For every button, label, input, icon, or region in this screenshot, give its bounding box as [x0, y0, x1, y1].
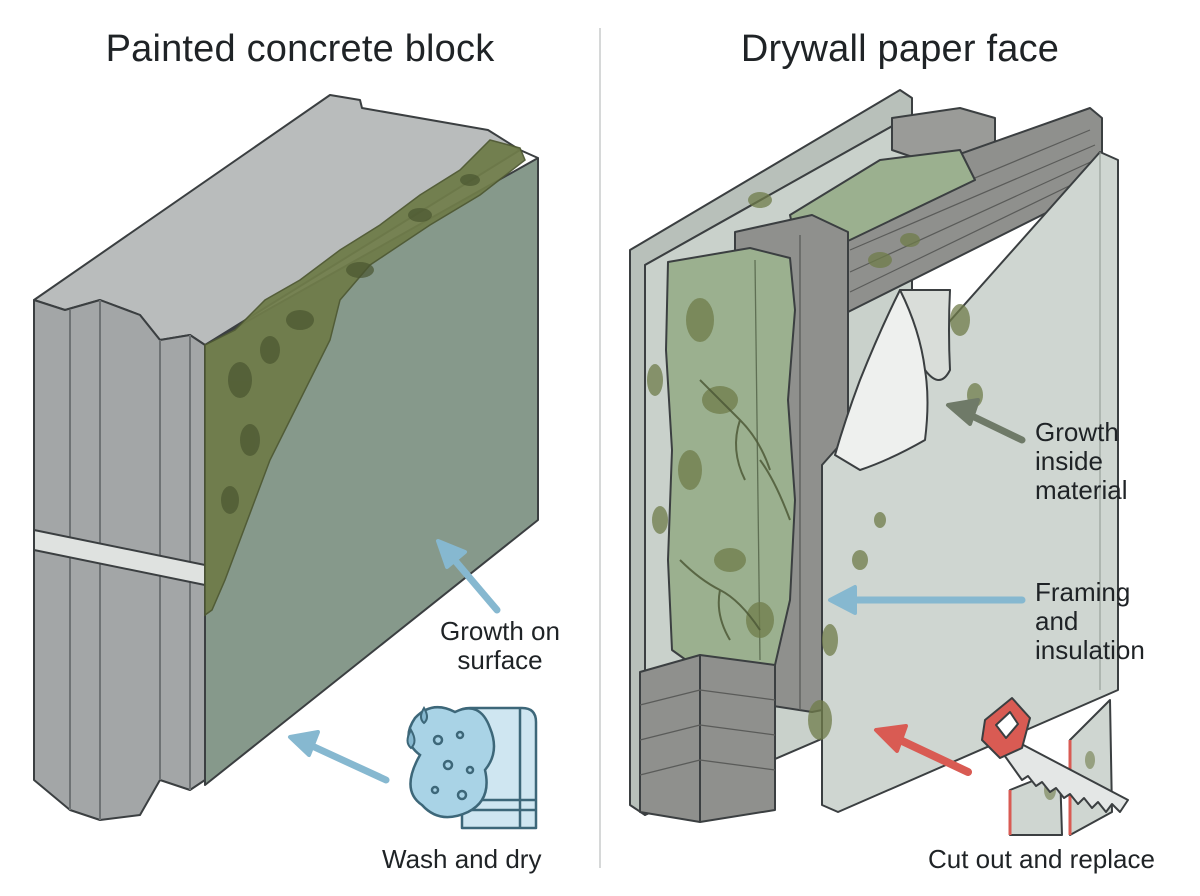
- inside-growth-label: Growth inside material: [1035, 418, 1127, 505]
- inside-growth-label-line2: inside: [1035, 446, 1103, 476]
- cut-label: Cut out and replace: [928, 844, 1155, 874]
- left-panel-title: Painted concrete block: [105, 28, 495, 70]
- surface-arrow: [448, 553, 501, 614]
- mold-veins: [679, 379, 791, 641]
- insulation-batt: [665, 247, 796, 671]
- water-drops-icon: [406, 706, 428, 750]
- saw-icon: [981, 697, 1129, 836]
- framing-label-line3: insulation: [1035, 635, 1145, 665]
- inside-growth-label-line3: material: [1035, 475, 1128, 505]
- surface-growth-label-line2: surface: [457, 645, 543, 675]
- framing-label: Framing and insulation: [1035, 578, 1145, 665]
- framing-label-line1: Framing: [1035, 577, 1131, 607]
- surface-mold: [204, 139, 526, 617]
- surface-growth-label-line1: Growth on: [440, 616, 560, 646]
- cut-arrow: [896, 736, 972, 776]
- surface-growth-label: Growth on surface: [425, 617, 575, 675]
- framing-label-line2: and: [1035, 606, 1079, 636]
- bottom-plate: [639, 654, 776, 823]
- surface-mold-spots: [221, 174, 480, 514]
- sponge-icon: [407, 705, 496, 819]
- wash-arrow: [306, 741, 390, 784]
- inside-arrow: [964, 410, 1026, 444]
- wash-label: Wash and dry: [382, 844, 542, 874]
- right-panel-title: Drywall paper face: [740, 28, 1060, 70]
- drywall-assembly: [629, 89, 1119, 823]
- inside-growth-label-line1: Growth: [1035, 417, 1119, 447]
